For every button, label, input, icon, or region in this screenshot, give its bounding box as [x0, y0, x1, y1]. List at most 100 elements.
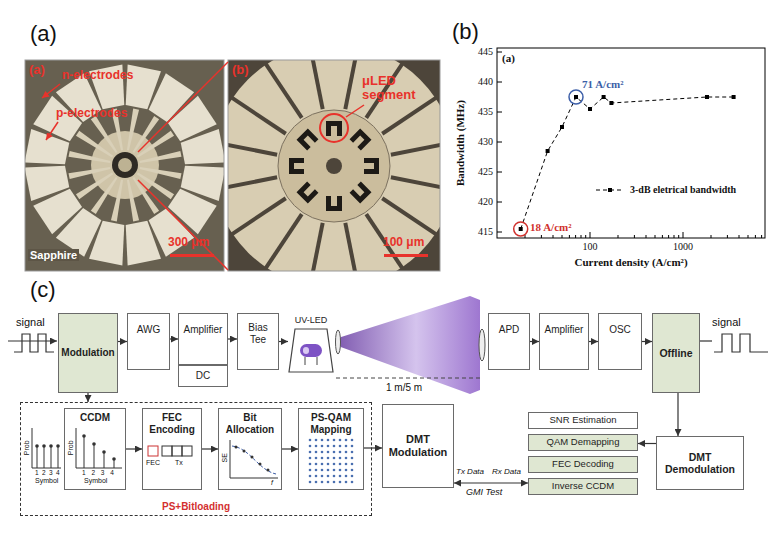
- bandwidth-chart-part: [569, 90, 583, 104]
- bandwidth-chart-part: [519, 95, 736, 231]
- annotation: μLED segment: [362, 74, 426, 103]
- process-box: OSC: [598, 313, 642, 370]
- micrograph-zoom-part: [350, 182, 372, 204]
- micrograph-zoom-part: [297, 129, 319, 151]
- micrograph-zoom-part: [307, 60, 322, 109]
- micrograph-zoom-part: [228, 60, 440, 271]
- process-box: Bit Allocation: [218, 408, 282, 490]
- distribution-icons: [32, 428, 122, 468]
- image-frame: [228, 60, 440, 271]
- annotation: Tx: [175, 459, 183, 467]
- node-label: Amplifier: [184, 324, 223, 336]
- micrograph-zoom-part: [297, 182, 319, 204]
- flow-arrow: [677, 393, 678, 436]
- flow-arrow: [530, 341, 539, 342]
- fec-icon-part: [162, 446, 172, 456]
- micrograph-zoom: [228, 60, 440, 271]
- micrograph-zoom-part: [307, 223, 322, 271]
- annotation: Prob: [22, 440, 30, 455]
- distribution-icons-part: [49, 444, 53, 448]
- annotation: 435: [478, 106, 493, 117]
- red-annotations-part: [138, 180, 228, 270]
- node-label: Bias Tee: [240, 322, 276, 345]
- fec-icon-part: [172, 446, 182, 456]
- annotation: (a): [30, 22, 57, 46]
- red-annotations: [42, 62, 364, 270]
- annotation: (a): [29, 63, 45, 77]
- micrograph-zoom-part: [228, 198, 286, 241]
- process-box: Bias Tee: [237, 313, 279, 370]
- node-label: Bit Allocation: [221, 412, 279, 435]
- micrograph-zoom-part: [345, 60, 360, 109]
- process-box: AWG: [127, 313, 170, 370]
- node-label: FEC Decoding: [552, 459, 614, 470]
- distribution-icons-part: [32, 428, 61, 468]
- annotation: p-electrodes: [56, 107, 127, 120]
- annotation: 1 2 3 4: [82, 469, 116, 476]
- bandwidth-chart-part: [602, 95, 606, 99]
- bitloading-icon-part: [243, 450, 246, 453]
- bandwidth-chart-part: [519, 227, 523, 231]
- light-beam-part: [336, 330, 341, 354]
- micrograph-zoom-part: [258, 60, 301, 118]
- annotation: Bandwidth (MHz): [454, 100, 466, 186]
- legend-text: 3-dB eletrical bandwidth: [630, 184, 736, 195]
- micrograph-zoom-part: [289, 158, 304, 174]
- node-label: FEC Encoding: [145, 412, 199, 435]
- bandwidth-chart-part: [514, 222, 528, 236]
- annotation: 445: [478, 46, 493, 57]
- process-box: APD: [488, 313, 530, 370]
- annotation: Prob: [66, 440, 74, 455]
- micrograph-zoom-part: [326, 158, 342, 174]
- node-label: QAM Demapping: [547, 437, 620, 448]
- node-label: PS+Bitloading: [162, 501, 230, 513]
- node-label: DMT Demodulation: [659, 451, 741, 475]
- fec-icon-part: [148, 446, 158, 456]
- node-label: APD: [499, 324, 520, 336]
- annotation: Symbol: [35, 477, 58, 485]
- node-label: Offline: [659, 347, 692, 359]
- micrograph-zoom-part: [364, 158, 379, 174]
- annotation: 425: [478, 166, 493, 177]
- micrograph-zoom-part: [258, 214, 301, 271]
- annotation: FEC: [146, 459, 160, 467]
- micrograph-overview-part: [25, 60, 224, 271]
- flow-arrow: [282, 448, 298, 449]
- distribution-icons-part: [35, 444, 39, 448]
- annotation: signal: [712, 316, 741, 328]
- flow-arrow: [589, 341, 598, 342]
- annotation: 440: [478, 76, 493, 87]
- process-box: FEC Decoding: [528, 456, 638, 473]
- node-label: UV-LED: [295, 315, 328, 325]
- flow-arrow: [126, 448, 142, 449]
- light-beam: [336, 296, 486, 394]
- annotation: GMI Test: [466, 488, 502, 498]
- bandwidth-chart-part: [521, 97, 734, 229]
- annotation: n-electrodes: [62, 69, 133, 82]
- signal-wave-part: [700, 340, 712, 341]
- micrograph-zoom-part: [228, 139, 277, 154]
- micrograph-zoom-part: [278, 110, 390, 222]
- signal-wave-part: [714, 334, 768, 352]
- node-label: DMT Modulation: [385, 433, 451, 458]
- node-label: SNR Estimation: [549, 415, 616, 426]
- process-box: SNR Estimation: [528, 412, 638, 429]
- flow-arrow: [170, 338, 178, 339]
- bitloading-icon-part: [235, 446, 238, 449]
- annotation: 1 2 3 4: [35, 469, 60, 476]
- light-beam-part: [338, 296, 480, 394]
- annotation: (a): [502, 52, 515, 64]
- annotation: (c): [30, 278, 56, 302]
- node-label: PS-QAM Mapping: [301, 412, 361, 435]
- annotation: 100: [583, 241, 598, 252]
- micrograph-zoom-part: [345, 223, 360, 271]
- bandwidth-chart-part: [546, 149, 550, 153]
- micrograph-zoom-part: [228, 177, 277, 192]
- process-box: FEC Encoding: [142, 408, 202, 490]
- flow-arrow: [118, 341, 127, 342]
- micrograph-overview: [25, 60, 224, 271]
- annotation: 300 μm: [168, 236, 209, 249]
- node-label: Modulation: [61, 347, 114, 359]
- bitloading-icon-part: [232, 446, 276, 474]
- distribution-icons-part: [84, 436, 114, 468]
